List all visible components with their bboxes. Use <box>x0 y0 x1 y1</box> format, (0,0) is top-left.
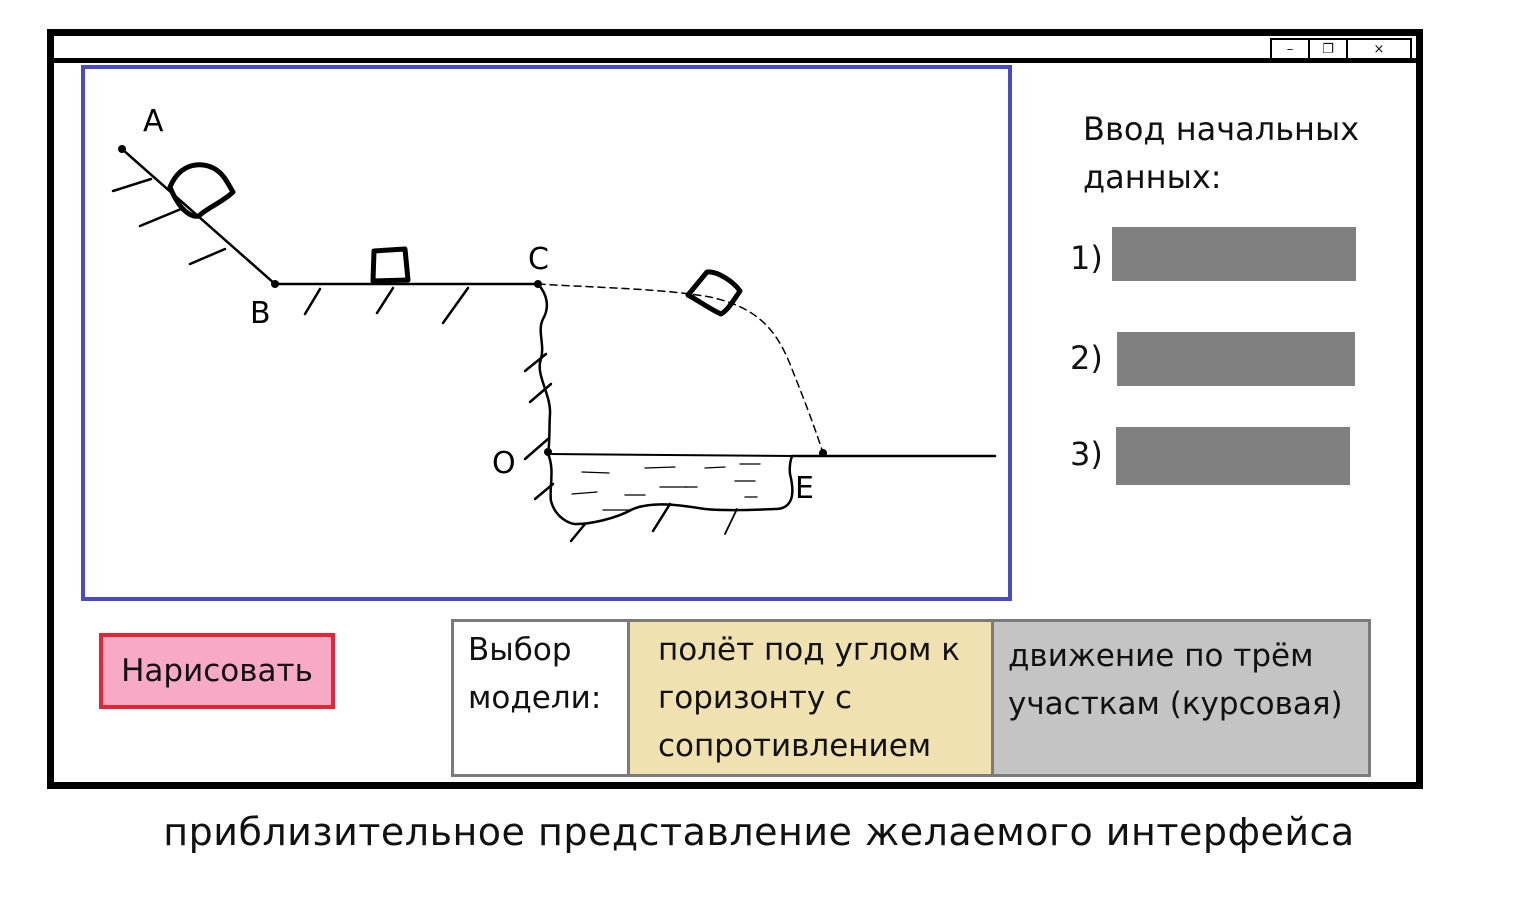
hatch <box>724 508 738 535</box>
drawing-canvas[interactable]: A B C O E <box>81 65 1012 601</box>
input-panel-title: Ввод начальных данных: <box>1083 110 1360 196</box>
hatch <box>138 207 183 228</box>
cliff <box>536 282 552 456</box>
hatch <box>523 352 548 373</box>
maximize-button[interactable]: ❐ <box>1308 38 1346 60</box>
label-b: B <box>250 296 271 331</box>
hatch <box>375 286 395 315</box>
label-o: O <box>492 446 516 481</box>
model-option-three-segments[interactable]: движение по трём участкам (курсовая) <box>994 622 1368 774</box>
hatch <box>523 437 550 461</box>
model-selector-label: Выбор модели: <box>454 622 630 774</box>
field-2-input[interactable] <box>1117 332 1355 386</box>
label-e: E <box>795 471 814 506</box>
point-b-dot <box>271 280 279 288</box>
point-o-dot <box>544 448 552 456</box>
hatch <box>188 247 227 266</box>
hatch <box>111 177 153 193</box>
hatch <box>303 287 322 316</box>
label-a: A <box>143 104 164 139</box>
window-controls: – ❐ × <box>1270 38 1412 60</box>
basin <box>546 452 794 526</box>
hatch <box>569 522 587 543</box>
field-3-input[interactable] <box>1116 427 1350 485</box>
field-1-label: 1) <box>1070 239 1103 277</box>
app-window: – ❐ × <box>47 29 1423 789</box>
point-c-dot <box>534 280 542 288</box>
minimize-button[interactable]: – <box>1270 38 1308 60</box>
hatch <box>651 502 672 533</box>
point-a-dot <box>118 145 126 153</box>
block-in-flight <box>685 269 743 317</box>
block-on-plane <box>370 246 411 284</box>
trajectory <box>537 283 824 454</box>
model-selector: Выбор модели: полёт под углом к горизонт… <box>451 619 1371 777</box>
water-surface <box>547 453 793 457</box>
hatch <box>528 382 553 404</box>
title-bar: – ❐ × <box>54 36 1416 63</box>
block-on-incline <box>167 162 236 219</box>
point-e-dot <box>819 449 827 457</box>
water-ripples <box>571 463 761 511</box>
label-c: C <box>528 242 549 277</box>
model-option-projectile[interactable]: полёт под углом к горизонту с сопротивле… <box>630 622 994 774</box>
field-1-input[interactable] <box>1112 227 1356 281</box>
field-3-label: 3) <box>1070 435 1103 473</box>
draw-button[interactable]: Нарисовать <box>99 633 335 709</box>
caption: приблизительное представление желаемого … <box>163 810 1355 854</box>
field-2-label: 2) <box>1070 339 1103 377</box>
close-button[interactable]: × <box>1346 38 1412 60</box>
hatch <box>441 286 470 325</box>
trajectory-diagram: A B C O E <box>111 104 997 543</box>
hatch <box>533 482 555 501</box>
